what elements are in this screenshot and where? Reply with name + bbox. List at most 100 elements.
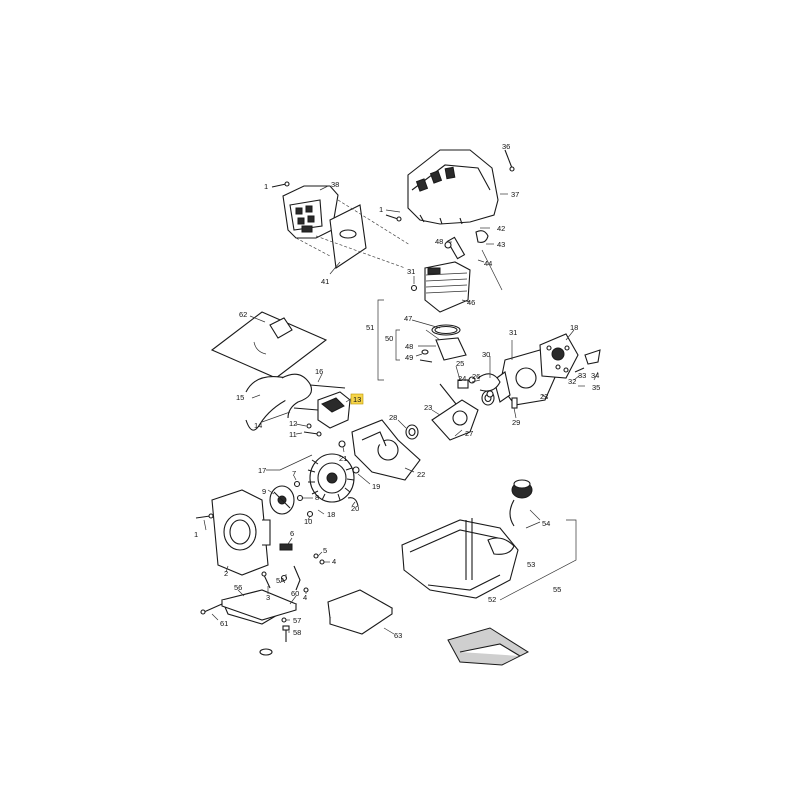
callout-52[interactable]: 52 (488, 595, 496, 604)
callout-18-b[interactable]: 18 (327, 510, 335, 519)
seal-30[interactable] (477, 373, 501, 398)
callout-47[interactable]: 47 (404, 314, 412, 323)
fuel-cap[interactable] (509, 479, 533, 527)
starter-pulley[interactable] (269, 485, 295, 515)
callout-9[interactable]: 9 (262, 487, 266, 496)
callout-48-b[interactable]: 48 (405, 342, 413, 351)
screw-3[interactable] (261, 571, 271, 589)
flywheel[interactable] (307, 453, 355, 503)
callout-12[interactable]: 12 (289, 419, 297, 428)
engine-shroud[interactable] (407, 149, 499, 225)
nut-21[interactable] (338, 440, 346, 448)
callout-14[interactable]: 14 (254, 421, 262, 430)
callout-21[interactable]: 21 (339, 454, 347, 463)
callout-1-b[interactable]: 1 (379, 205, 383, 214)
callout-50[interactable]: 50 (385, 334, 393, 343)
washer-7[interactable] (293, 480, 301, 488)
screw-61[interactable] (200, 603, 223, 615)
callout-1-a[interactable]: 1 (264, 182, 268, 191)
skid-plate[interactable] (327, 589, 394, 635)
callout-43[interactable]: 43 (497, 240, 505, 249)
callout-41[interactable]: 41 (321, 277, 329, 286)
callout-51[interactable]: 51 (366, 323, 374, 332)
callout-13[interactable]: 13 (353, 395, 361, 404)
clutch-plate[interactable] (539, 333, 579, 379)
crankcase-half-left[interactable] (351, 419, 421, 481)
callout-5a[interactable]: 5A (276, 576, 285, 585)
air-filter-cover[interactable] (282, 185, 339, 239)
washer-19[interactable] (352, 466, 360, 474)
key-29[interactable] (511, 397, 518, 409)
nut-8[interactable] (296, 494, 304, 502)
air-filter-plate[interactable] (329, 204, 367, 269)
callout-37[interactable]: 37 (511, 190, 519, 199)
callout-34[interactable]: 34 (591, 371, 599, 380)
callout-44[interactable]: 44 (484, 259, 492, 268)
fuel-tank[interactable] (401, 518, 519, 599)
callout-10[interactable]: 10 (304, 517, 312, 526)
callout-29[interactable]: 29 (512, 418, 520, 427)
callout-62[interactable]: 62 (239, 310, 247, 319)
callout-16[interactable]: 16 (315, 367, 323, 376)
bracket-34[interactable] (563, 349, 601, 373)
callout-17[interactable]: 17 (258, 466, 266, 475)
callout-57[interactable]: 57 (293, 616, 301, 625)
callout-2[interactable]: 2 (224, 569, 228, 578)
callout-3[interactable]: 3 (266, 593, 270, 602)
spark-plug[interactable] (444, 230, 503, 291)
partial-part-bottom[interactable] (447, 627, 530, 666)
washer-bottom[interactable] (259, 648, 273, 656)
callout-63[interactable]: 63 (394, 631, 402, 640)
callout-24[interactable]: 24 (458, 374, 466, 383)
callout-46[interactable]: 46 (467, 298, 475, 307)
callout-31-a[interactable]: 31 (407, 267, 415, 276)
callout-15[interactable]: 15 (236, 393, 244, 402)
callout-58[interactable]: 58 (293, 628, 301, 637)
callout-4-b[interactable]: 4 (303, 593, 307, 602)
fuel-hoses[interactable] (245, 373, 346, 431)
callout-23[interactable]: 23 (424, 403, 432, 412)
bolt-58[interactable] (282, 625, 290, 642)
callout-19[interactable]: 19 (372, 482, 380, 491)
crankshaft[interactable] (431, 376, 479, 441)
screw-36[interactable] (504, 149, 515, 172)
callout-11[interactable]: 11 (289, 430, 297, 439)
callout-33[interactable]: 33 (578, 371, 586, 380)
callout-36[interactable]: 36 (502, 142, 510, 151)
callout-1-c[interactable]: 1 (194, 530, 198, 539)
callout-53[interactable]: 53 (527, 560, 535, 569)
callout-20[interactable]: 20 (351, 504, 359, 513)
callout-61[interactable]: 61 (220, 619, 228, 628)
pawl-6[interactable] (279, 543, 293, 551)
callout-7[interactable]: 7 (292, 469, 296, 478)
piston[interactable] (419, 337, 467, 363)
cylinder[interactable] (410, 261, 471, 313)
callout-26[interactable]: 26 (472, 372, 480, 381)
callout-25[interactable]: 25 (456, 359, 464, 368)
callout-28[interactable]: 28 (389, 413, 397, 422)
nut-10[interactable] (306, 510, 314, 518)
callout-54[interactable]: 54 (542, 519, 550, 528)
bearing-28[interactable] (405, 424, 419, 440)
callout-32[interactable]: 32 (568, 377, 576, 386)
screw-1-shroud[interactable] (385, 214, 402, 222)
callout-48[interactable]: 48 (435, 237, 443, 246)
screw-1-housing[interactable] (195, 513, 214, 519)
callout-30[interactable]: 30 (482, 350, 490, 359)
spring-20[interactable] (347, 497, 359, 507)
callout-18-a[interactable]: 18 (570, 323, 578, 332)
callout-8[interactable]: 8 (315, 493, 319, 502)
callout-22-a[interactable]: 22 (540, 392, 548, 401)
callout-5[interactable]: 5 (323, 546, 327, 555)
piston-ring[interactable] (431, 324, 461, 336)
starter-housing[interactable] (211, 489, 271, 576)
callout-49[interactable]: 49 (405, 353, 413, 362)
callout-42[interactable]: 42 (497, 224, 505, 233)
screw-11[interactable] (303, 431, 322, 437)
callout-38[interactable]: 38 (331, 180, 339, 189)
callout-56[interactable]: 56 (234, 583, 242, 592)
callout-6[interactable]: 6 (290, 529, 294, 538)
ignition-coil[interactable] (293, 391, 351, 429)
screw-1-top[interactable] (271, 181, 290, 188)
callout-60[interactable]: 60 (291, 589, 299, 598)
